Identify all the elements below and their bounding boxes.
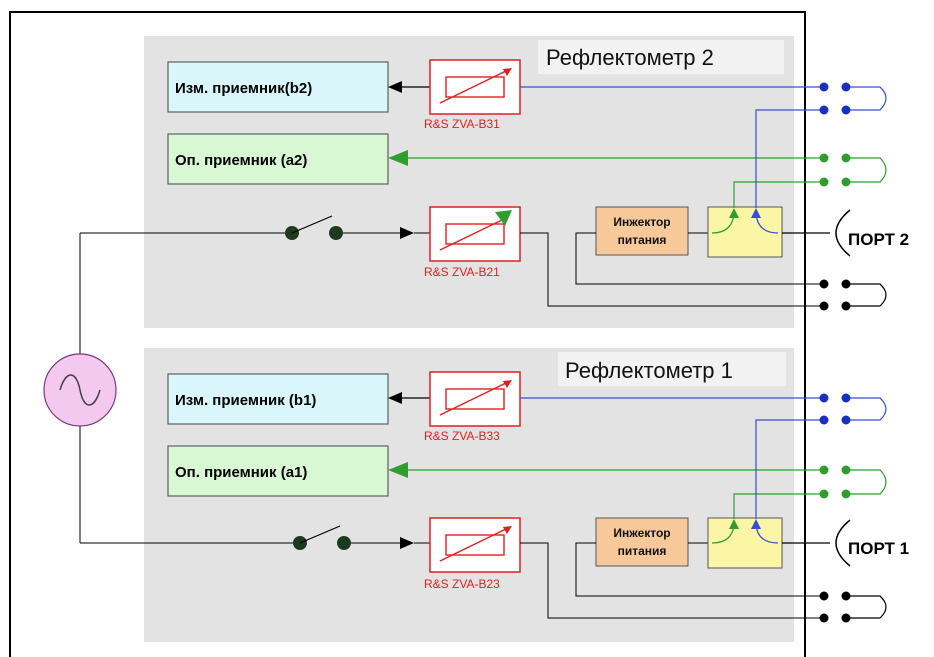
jumper-source-2 — [819, 279, 887, 311]
ref-receiver-a2-label: Оп. приемник (a2) — [175, 152, 307, 169]
attenuator-b23 — [429, 517, 521, 573]
injector-2-line2: питания — [618, 233, 667, 247]
jumper-b2 — [819, 82, 887, 115]
meas-receiver-b2 — [167, 61, 389, 113]
port-2-connector-icon — [835, 209, 851, 257]
port-1-label: ПОРТ 1 — [848, 539, 909, 558]
arrow-icon — [388, 392, 402, 404]
switch-icon — [299, 525, 341, 544]
directional-coupler-1 — [707, 517, 783, 569]
arrow-icon — [388, 462, 408, 478]
attenuator-b31 — [429, 59, 521, 115]
jumper-a1 — [819, 465, 887, 499]
meas-receiver-b1 — [167, 373, 389, 425]
injector-2-line1: Инжектор — [613, 215, 670, 229]
injector-1-line2: питания — [618, 544, 667, 558]
ref-receiver-a1-label: Оп. приемник (a1) — [175, 464, 307, 481]
switch-icon — [291, 215, 333, 234]
meas-receiver-b1-label: Изм. приемник (b1) — [175, 392, 316, 409]
meas-receiver-b2-label: Изм. приемник(b2) — [175, 80, 312, 97]
arrow-icon — [400, 227, 414, 239]
port-2-label: ПОРТ 2 — [848, 230, 909, 249]
jumper-b1 — [819, 393, 887, 425]
attenuator-b33 — [429, 371, 521, 427]
injector-1-line1: Инжектор — [613, 526, 670, 540]
reflectometer-1-title-bg — [558, 352, 786, 386]
jumper-a2 — [819, 153, 887, 187]
arrow-icon — [400, 537, 414, 549]
attenuator-b33-label: R&S ZVA-B33 — [424, 429, 500, 443]
port-1-connector-icon — [835, 519, 851, 567]
arrow-icon — [388, 81, 402, 93]
attenuator-b21-label: R&S ZVA-B21 — [424, 265, 500, 279]
arrow-icon — [388, 150, 408, 166]
attenuator-b23-label: R&S ZVA-B23 — [424, 577, 500, 591]
power-injector-2 — [595, 206, 689, 256]
ref-receiver-a2 — [167, 133, 389, 185]
reflectometer-1-title: Рефлектометр 1 — [565, 358, 733, 383]
reflectometer-1: Изм. приемник (b1) R&S ZVA-B33 Оп. прием… — [80, 371, 909, 623]
ref-receiver-a1 — [167, 445, 389, 497]
reflectometer-2-title-bg — [538, 40, 784, 74]
power-injector-1 — [595, 517, 689, 567]
attenuator-b31-label: R&S ZVA-B31 — [424, 117, 500, 131]
reflectometer-2: Изм. приемник(b2) R&S ZVA-B31 Оп. приемн… — [80, 59, 909, 311]
jumper-source-1 — [819, 591, 887, 623]
sine-wave-icon — [59, 374, 101, 406]
reflectometer-2-title: Рефлектометр 2 — [546, 45, 714, 70]
